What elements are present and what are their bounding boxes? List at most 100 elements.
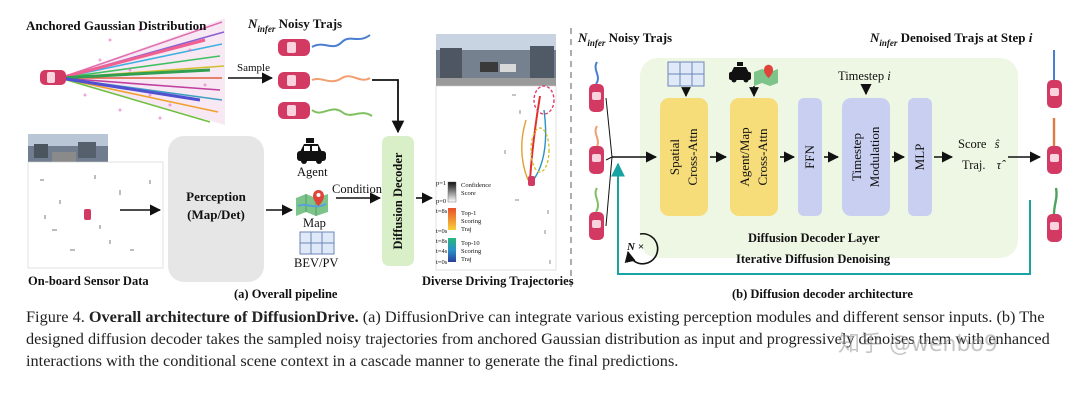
perception-line2: (Map/Det) (187, 207, 245, 222)
legend-top10-2: Scoring (461, 248, 482, 255)
condition-label: Condition (332, 182, 383, 196)
ffn-label-box: FFN (798, 98, 822, 216)
sensor-camera-image (28, 134, 108, 162)
traj-output-label: Traj. τ̂ (962, 158, 1001, 173)
traj-symbol: τ̂ (996, 158, 1002, 172)
denoised-trajs-title: Ninfer Denoised Trajs at Step i (870, 30, 1032, 49)
legend-t0-b: t=0s (436, 259, 448, 266)
caption-bold-title: Overall architecture of DiffusionDrive. (88, 307, 359, 326)
legend-t8-a: t=8s (436, 208, 448, 215)
right-noisy-trajs (589, 61, 604, 240)
n-symbol-right: N (578, 30, 588, 45)
spatial-label-line2: Cross-Attn (685, 128, 700, 186)
agentmap-label-line1: Agent/Map (737, 127, 752, 187)
bev-pv-label: BEV/PV (294, 256, 339, 270)
ego-car-icon (40, 70, 66, 85)
legend-top1-1: Top-1 (461, 210, 477, 217)
diffusion-decoder-label: Diffusion Decoder (391, 152, 405, 250)
noisy-to-decoder-arrow (372, 79, 405, 134)
noisy-trajs-right-text: Noisy Trajs (605, 30, 673, 45)
legend-p1: p=1 (436, 180, 447, 187)
sensor-data-label: On-board Sensor Data (28, 274, 149, 288)
perception-label: Perception (Map/Det) (168, 188, 264, 224)
sensor-lidar-bev (27, 161, 164, 269)
legend-top10-1: Top-10 (461, 240, 480, 247)
decoder-architecture-caption: (b) Diffusion decoder architecture (732, 287, 913, 301)
infer-subscript-right: infer (587, 37, 606, 48)
agent-map-cross-attn-block (730, 98, 778, 216)
noisy-trajs-title-left: Ninfer Noisy Trajs (248, 16, 342, 35)
overall-pipeline-caption: (a) Overall pipeline (234, 287, 338, 301)
spatial-label-box: Spatial Cross-Attn (660, 98, 708, 216)
traj-text: Traj. (962, 158, 986, 172)
decoder-layer-label: Diffusion Decoder Layer (748, 231, 880, 245)
anchored-gaussian-title: Anchored Gaussian Distribution (26, 18, 207, 33)
iterative-denoising-label: Iterative Diffusion Denoising (736, 252, 891, 266)
bev-grid-icon (299, 231, 335, 255)
legend-confidence-1: Confidence (461, 182, 491, 189)
score-output-label: Score ŝ (958, 137, 999, 152)
score-text: Score (958, 137, 987, 151)
map-icon-right (754, 64, 778, 86)
right-denoised-trajs (1047, 50, 1062, 242)
legend-t4-b: t=4s (436, 248, 448, 255)
legend-p0: p=0 (436, 198, 447, 205)
timestep-modulation-label: Timestep Modulation (848, 127, 884, 188)
legend-t0-a: t=0s (436, 228, 448, 235)
timestep-mod-line2: Modulation (867, 126, 882, 188)
timestep-i-symbol: i (887, 69, 891, 83)
step-i-symbol: i (1028, 30, 1033, 45)
legend-top1-3: Traj (461, 226, 472, 233)
timestep-label: Timestep i (838, 69, 891, 84)
legend-t8-b: t=8s (436, 238, 448, 245)
mlp-block (908, 98, 932, 216)
ffn-label: FFN (802, 145, 817, 169)
noisy-trajs-title-right: Ninfer Noisy Trajs (578, 30, 672, 49)
spatial-cross-attn-label: Spatial Cross-Attn (666, 128, 702, 185)
map-icon (296, 190, 328, 216)
figure-graphics (27, 18, 1062, 290)
anchored-gaussian-fan (59, 18, 225, 125)
agentmap-label-box: Agent/Map Cross-Attn (730, 98, 778, 216)
figure-caption: Figure 4. Overall architecture of Diffus… (26, 306, 1066, 372)
taxi-icon-right (729, 62, 751, 83)
sample-label: Sample (237, 62, 270, 74)
diffusion-decoder-label-box: Diffusion Decoder (382, 136, 414, 266)
timestep-mod-label-box: Timestep Modulation (842, 98, 890, 216)
spatial-cross-attn-block (660, 98, 708, 216)
denoised-trajs-text: Denoised Trajs at Step (897, 30, 1029, 45)
loop-icon (624, 232, 659, 265)
noisy-trajs-text: Noisy Trajs (275, 16, 343, 31)
perception-box (168, 136, 264, 282)
spatial-label-line1: Spatial (667, 138, 682, 176)
mlp-label: MLP (912, 143, 927, 171)
mlp-label-box: MLP (908, 98, 932, 216)
diffusion-decoder-box (382, 136, 414, 266)
score-symbol: ŝ (994, 137, 1000, 151)
n-symbol: N (248, 16, 258, 31)
watermark-text: 知乎 @wenbo9 (838, 332, 998, 357)
map-label: Map (303, 216, 326, 230)
agent-label: Agent (297, 165, 328, 179)
timestep-modulation-block (842, 98, 890, 216)
timestep-mod-line1: Timestep (849, 133, 864, 181)
legend-top10-3: Traj (461, 256, 472, 263)
infer-subscript-denoised: infer (879, 37, 898, 48)
loop-count-label: N × (627, 241, 644, 253)
legend-confidence-2: Score (461, 190, 476, 197)
agentmap-label-line2: Cross-Attn (755, 128, 770, 186)
ffn-block (798, 98, 822, 216)
bev-grid-icon-right (667, 61, 705, 87)
iterative-loop-arrow (611, 162, 1031, 275)
diverse-trajectories-label: Diverse Driving Trajectories (422, 274, 574, 288)
taxi-icon (297, 138, 326, 164)
noisy-trajs-left (278, 34, 373, 119)
infer-subscript: infer (257, 23, 276, 34)
n-symbol-denoised: N (870, 30, 880, 45)
legend-top1-2: Scoring (461, 218, 482, 225)
caption-body: (a) DiffusionDrive can integrate various… (26, 307, 1050, 370)
timestep-text: Timestep (838, 69, 888, 83)
agent-map-cross-attn-label: Agent/Map Cross-Attn (736, 127, 772, 186)
driving-scene-image (436, 34, 556, 86)
caption-prefix: Figure 4. (26, 307, 89, 326)
